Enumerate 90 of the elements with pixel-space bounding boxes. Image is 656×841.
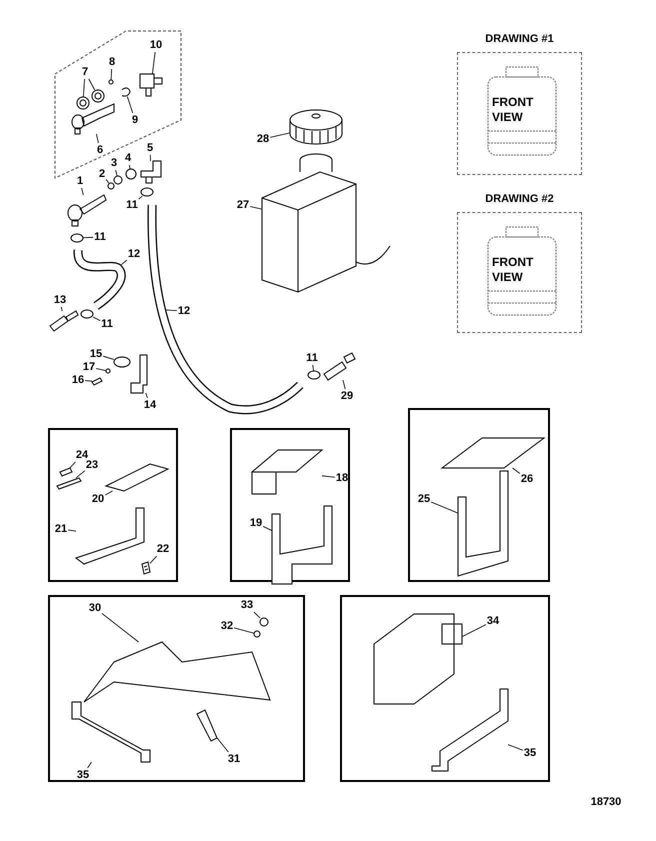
leader-line: [69, 462, 76, 468]
callout-number: 29: [340, 390, 354, 402]
leader-line: [96, 368, 106, 371]
callout-number: 7: [82, 66, 88, 78]
callout-number: 32: [220, 620, 234, 632]
view-label: FRONT VIEW: [492, 255, 534, 285]
leader-line: [508, 744, 524, 751]
leader-line: [120, 260, 128, 266]
leader-line: [322, 475, 336, 478]
callout-number: 2: [98, 168, 106, 180]
callout-number: 13: [54, 294, 66, 306]
callout-number: 12: [128, 248, 140, 260]
callout-number: 23: [86, 459, 98, 471]
leader-line: [92, 316, 101, 321]
callout-number: 34: [486, 615, 500, 627]
leader-line: [102, 613, 139, 642]
callout-number: 33: [240, 599, 254, 611]
callout-number: 21: [54, 523, 68, 535]
leader-line: [342, 380, 346, 390]
leader-line: [150, 154, 151, 162]
leader-line: [150, 556, 158, 564]
callout-number: 24: [76, 449, 88, 461]
callout-number: 11: [126, 199, 138, 211]
leader-line: [84, 380, 92, 382]
callout-number: 15: [90, 348, 102, 360]
leader-line: [512, 468, 520, 474]
callout-number: 14: [144, 399, 156, 411]
callout-number: 8: [108, 56, 116, 68]
callout-number: 25: [418, 493, 430, 505]
leader-line: [262, 526, 272, 532]
figure-number: 18730: [590, 796, 622, 808]
callout-number: 4: [124, 152, 132, 164]
callout-number: 3: [110, 157, 118, 169]
leader-line: [430, 502, 458, 514]
leader-line: [75, 470, 86, 478]
leader-line: [270, 132, 290, 138]
callout-number: 27: [236, 199, 250, 211]
panel-frame: [48, 428, 178, 582]
panel-frame: [408, 408, 550, 582]
view-title: DRAWING #2: [484, 193, 555, 205]
view-title: DRAWING #1: [484, 33, 555, 45]
callout-number: 11: [306, 352, 318, 364]
leader-line: [87, 762, 92, 768]
leader-line: [126, 96, 134, 114]
callout-number: 1: [76, 175, 84, 187]
callout-number: 11: [94, 231, 106, 243]
callout-number: 11: [101, 318, 113, 330]
leader-line: [88, 78, 96, 90]
callout-number: 19: [250, 517, 262, 529]
leader-line: [128, 164, 130, 170]
leader-line: [104, 490, 113, 496]
callout-number: 17: [82, 361, 96, 373]
leader-line: [82, 236, 94, 238]
leader-line: [152, 52, 156, 74]
leader-line: [82, 78, 85, 98]
leader-line: [102, 356, 114, 360]
callout-number: 35: [76, 769, 90, 781]
leader-line: [110, 68, 112, 80]
leader-line: [216, 738, 229, 752]
leader-line: [106, 179, 110, 184]
callout-number: 18: [336, 472, 348, 484]
panel-frame: [48, 595, 305, 782]
leader-line: [254, 612, 260, 618]
callout-number: 9: [132, 114, 138, 126]
panel-frame: [230, 428, 350, 582]
leader-line: [166, 310, 178, 311]
callout-number: 16: [72, 374, 84, 386]
callout-number: 10: [150, 39, 162, 51]
callout-number: 26: [520, 473, 534, 485]
leader-line: [60, 306, 62, 312]
leader-line: [145, 392, 148, 398]
leader-line: [68, 530, 76, 532]
leader-line: [81, 188, 84, 196]
view-label: FRONT VIEW: [492, 95, 534, 125]
leader-line: [312, 364, 314, 372]
leader-line: [462, 624, 486, 638]
callout-number: 28: [256, 133, 270, 145]
callout-number: 12: [178, 305, 190, 317]
callout-number: 35: [524, 747, 536, 759]
panel-frame: [340, 595, 550, 782]
callout-number: 6: [96, 144, 104, 156]
callout-number: 5: [146, 142, 154, 154]
callout-number: 30: [88, 602, 102, 614]
callout-number: 20: [92, 493, 104, 505]
leader-line: [96, 134, 99, 144]
leader-line: [250, 206, 262, 210]
callout-number: 22: [156, 543, 170, 555]
leader-line: [234, 628, 254, 634]
callout-number: 31: [228, 753, 240, 765]
leader-line: [138, 196, 143, 200]
